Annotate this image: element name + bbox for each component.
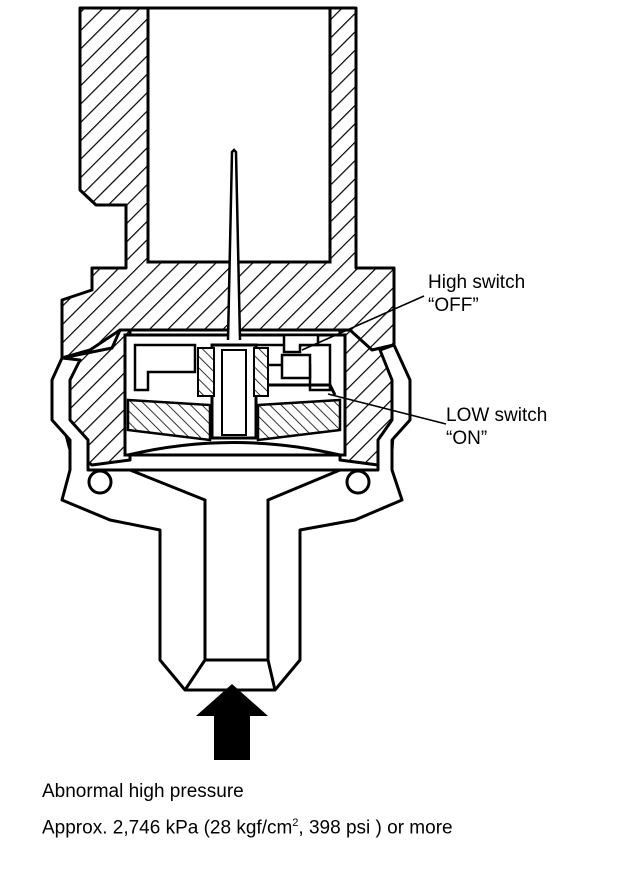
caption-line-1: Abnormal high pressure <box>42 781 244 802</box>
caption-line-2-sup: 2 <box>292 817 299 829</box>
diaphragm-right <box>256 398 342 442</box>
high-contact <box>282 333 320 354</box>
plunger-core <box>221 349 247 436</box>
high-switch-leader <box>301 295 425 351</box>
pressure-port <box>129 468 341 691</box>
low-switch-state: “ON” <box>446 428 488 449</box>
caption-line-2: Approx. 2,746 kPa (28 kgf/cm2, 398 psi )… <box>42 812 453 839</box>
pressure-arrow <box>196 684 268 760</box>
low-switch-leader <box>327 393 447 425</box>
plunger-collar-left <box>197 347 215 397</box>
low-switch-label: LOW switch <box>446 405 548 426</box>
contact-spring <box>268 383 337 396</box>
connector-cavity <box>146 6 332 264</box>
high-switch-state: “OFF” <box>428 295 479 316</box>
high-switch-label: High switch <box>428 272 526 293</box>
terminal-pin <box>226 148 242 341</box>
caption-line-2-suffix: , 398 psi ) or more <box>298 817 453 839</box>
plunger-collar-right <box>253 347 269 397</box>
diaphragm-left <box>126 398 212 442</box>
caption-line-2-prefix: Approx. 2,746 kPa (28 kgf/cm <box>42 817 293 839</box>
diaphragm-curve <box>127 441 341 457</box>
o-ring-left <box>87 469 113 495</box>
high-contact-lower <box>280 353 312 380</box>
o-ring-right <box>345 469 371 495</box>
chamber-inner-left <box>133 343 197 392</box>
